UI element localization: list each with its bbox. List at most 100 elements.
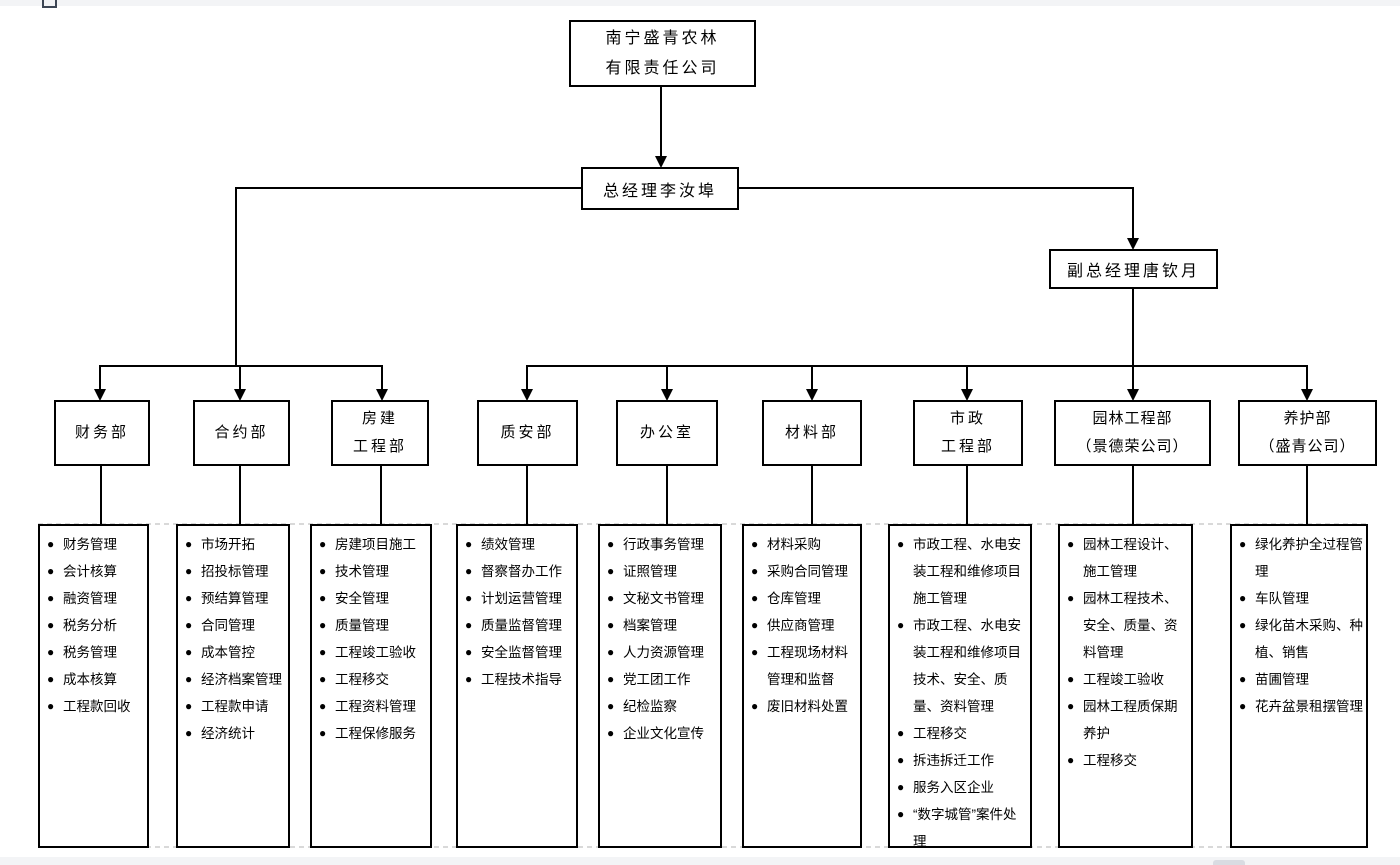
department-title-line: 房建 [361,410,398,427]
bullet-icon: ● [185,618,193,632]
department-title-line: （盛青公司） [1259,438,1356,455]
arrowhead-icon [376,389,388,401]
company-name-line: 有限责任公司 [605,59,720,77]
department-box: 质安部 [477,400,578,466]
bullet-icon: ● [1239,672,1247,686]
bullet-icon: ● [751,564,759,578]
bullet-icon: ● [465,645,473,659]
duty-item: ●工程移交 [319,666,428,693]
duty-item: ●合同管理 [185,612,286,639]
bullet-icon: ● [1067,591,1075,605]
department-title-line: 养护部 [1283,410,1332,427]
bullet-icon: ● [897,780,905,794]
department-title-line: 质安部 [500,424,555,441]
duty-item: ●经济统计 [185,720,286,747]
company-box: 南宁盛青农林 有限责任公司 [569,20,756,87]
duty-item: ●园林工程设计、施工管理 [1067,531,1189,585]
duty-item: ●采购合同管理 [751,558,858,585]
bullet-icon: ● [185,699,193,713]
department-duties-box: ●绩效管理●督察督办工作●计划运营管理●质量监督管理●安全监督管理●工程技术指导 [456,524,578,848]
bullet-icon: ● [751,537,759,551]
duty-item: ●工程款申请 [185,693,286,720]
bullet-icon: ● [319,672,327,686]
bullet-icon: ● [319,591,327,605]
duty-item: ●材料采购 [751,531,858,558]
general-manager-box: 总经理李汝埠 [581,167,739,210]
bullet-icon: ● [897,618,905,632]
bullet-icon: ● [897,726,905,740]
duty-item: ●工程技术指导 [465,666,574,693]
department-title-line: 市政 [949,410,986,427]
bullet-icon: ● [47,537,55,551]
bullet-icon: ● [465,672,473,686]
arrowhead-icon [961,389,973,401]
department-duties-box: ●市场开拓●招投标管理●预结算管理●合同管理●成本管控●经济档案管理●工程款申请… [176,524,290,848]
bullet-icon: ● [1067,537,1075,551]
bottom-scrollbar-strip [0,857,1400,865]
bullet-icon: ● [607,591,615,605]
bullet-icon: ● [47,591,55,605]
duty-item: ●证照管理 [607,558,718,585]
duty-item: ●纪检监察 [607,693,718,720]
bullet-icon: ● [465,618,473,632]
bullet-icon: ● [1239,537,1247,551]
bullet-icon: ● [751,618,759,632]
department-box: 市政工程部 [913,400,1023,466]
department-title-line: 工程部 [352,438,407,455]
duty-item: ●工程移交 [1067,747,1189,774]
arrowhead-icon [234,389,246,401]
arrowhead-icon [661,389,673,401]
department-title-line: 工程部 [940,438,995,455]
bullet-icon: ● [185,591,193,605]
bullet-icon: ● [751,645,759,659]
bullet-icon: ● [751,591,759,605]
bullet-icon: ● [607,645,615,659]
bullet-icon: ● [319,537,327,551]
scrollbar-thumb[interactable] [1213,860,1245,865]
department-box: 养护部 （盛青公司） [1238,400,1377,466]
bullet-icon: ● [1067,699,1075,713]
bullet-icon: ● [47,645,55,659]
duty-item: ●企业文化宣传 [607,720,718,747]
duty-item: ●工程资料管理 [319,693,428,720]
department-box: 房建工程部 [331,400,429,466]
duty-item: ●车队管理 [1239,585,1364,612]
duty-item: ●招投标管理 [185,558,286,585]
arrowhead-icon [1127,389,1139,401]
duty-item: ●安全监督管理 [465,639,574,666]
duty-item: ●档案管理 [607,612,718,639]
duty-item: ●房建项目施工 [319,531,428,558]
duty-item: ●融资管理 [47,585,145,612]
bullet-icon: ● [319,645,327,659]
duty-item: ●计划运营管理 [465,585,574,612]
duty-item: ●成本核算 [47,666,145,693]
duty-item: ●督察督办工作 [465,558,574,585]
department-duties-box: ●绿化养护全过程管理●车队管理●绿化苗木采购、种植、销售●苗圃管理●花卉盆景租摆… [1230,524,1368,848]
duty-item: ●工程移交 [897,720,1028,747]
duty-item: ●会计核算 [47,558,145,585]
bullet-icon: ● [465,591,473,605]
duty-item: ●市政工程、水电安装工程和维修项目施工管理 [897,531,1028,612]
duty-item: ●市政工程、水电安装工程和维修项目技术、安全、质量、资料管理 [897,612,1028,720]
bullet-icon: ● [185,564,193,578]
duty-item: ●财务管理 [47,531,145,558]
duty-item: ●仓库管理 [751,585,858,612]
duty-item: ●园林工程质保期养护 [1067,693,1189,747]
bullet-icon: ● [1239,618,1247,632]
department-title-line: （景德荣公司） [1076,438,1189,455]
duty-item: ●工程保修服务 [319,720,428,747]
duty-item: ●行政事务管理 [607,531,718,558]
bullet-icon: ● [47,699,55,713]
department-duties-box: ●财务管理●会计核算●融资管理●税务分析●税务管理●成本核算●工程款回收 [38,524,149,848]
duty-item: ●技术管理 [319,558,428,585]
bullet-icon: ● [751,699,759,713]
duty-item: ●工程竣工验收 [1067,666,1189,693]
bullet-icon: ● [1067,753,1075,767]
department-duties-box: ●材料采购●采购合同管理●仓库管理●供应商管理●工程现场材料管理和监督●废旧材料… [742,524,862,848]
duty-item: ●花卉盆景租摆管理 [1239,693,1364,720]
department-duties-box: ●市政工程、水电安装工程和维修项目施工管理●市政工程、水电安装工程和维修项目技术… [888,524,1032,849]
department-box: 办公室 [616,400,718,466]
duty-item: ●文秘文书管理 [607,585,718,612]
department-title-line: 园林工程部 [1092,410,1173,427]
arrowhead-icon [94,389,106,401]
